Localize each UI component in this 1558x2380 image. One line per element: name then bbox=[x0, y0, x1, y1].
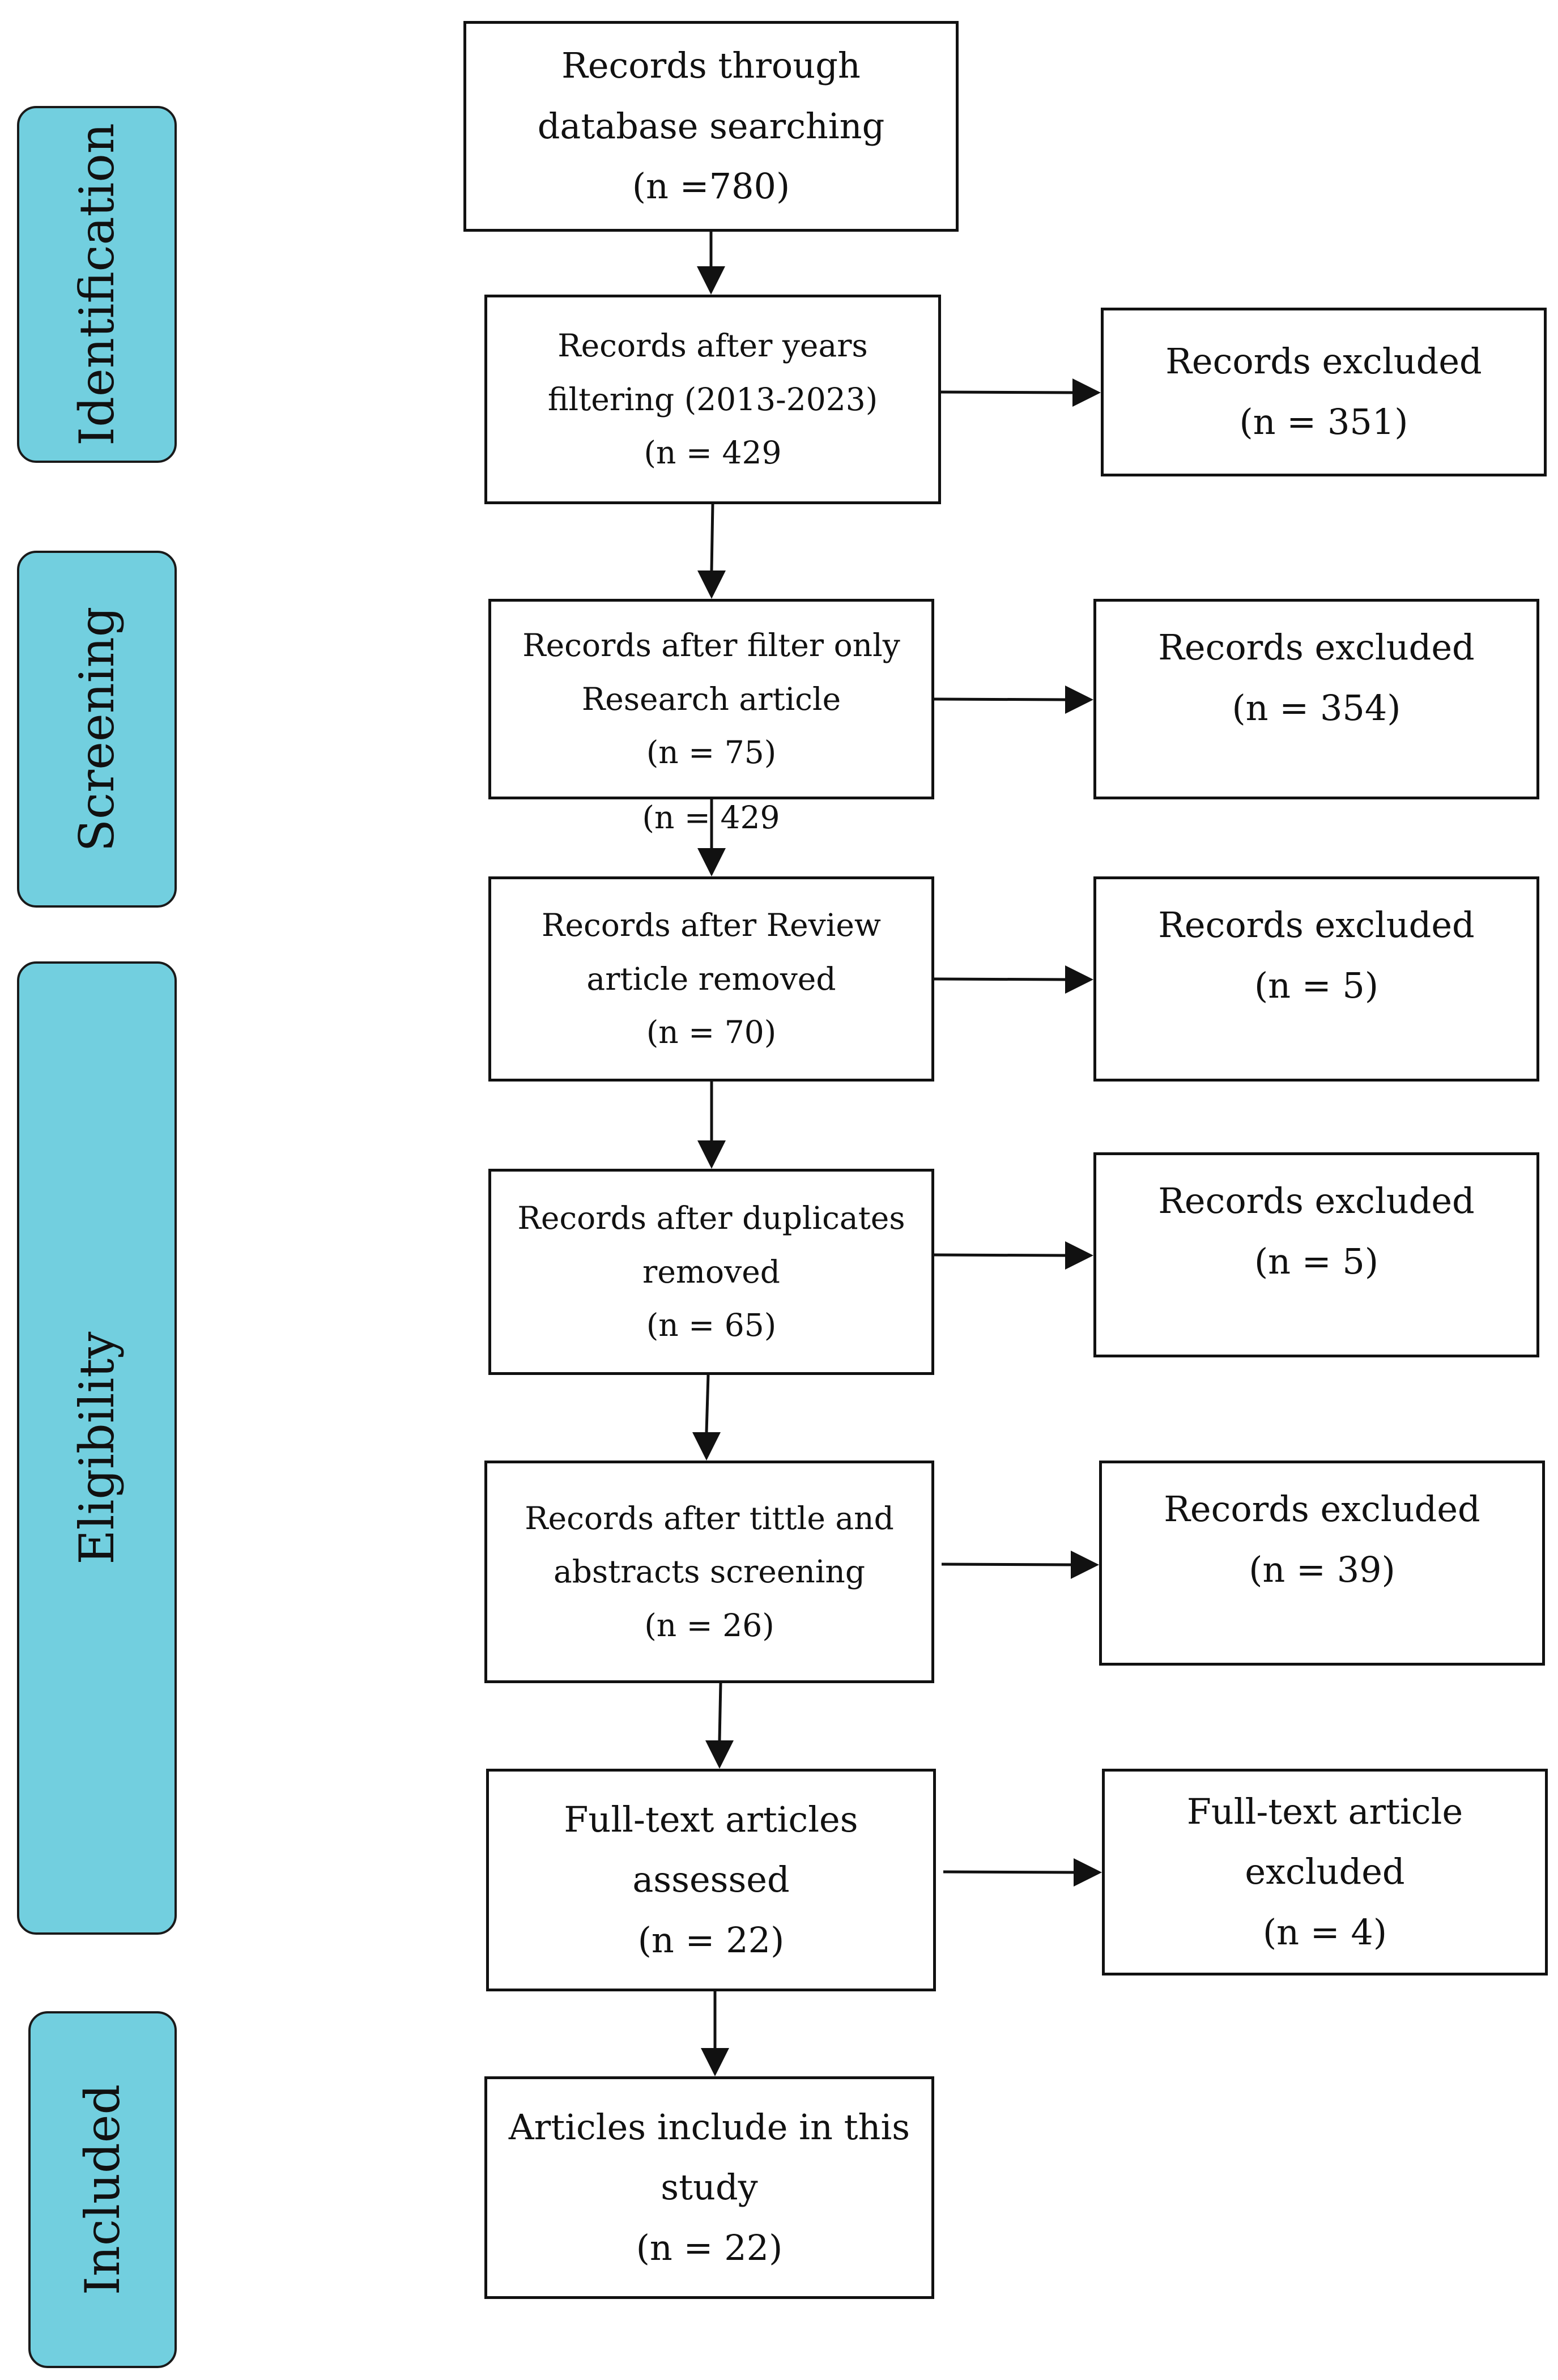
box-text-line: (n = 5) bbox=[1254, 964, 1379, 1006]
phase-included: Included bbox=[28, 2011, 177, 2368]
box-text-line: (n = 26) bbox=[644, 1607, 774, 1644]
phase-eligibility: Eligibility bbox=[17, 961, 177, 1935]
box-text-line: Full-text articles bbox=[564, 1798, 858, 1840]
box-text-line: Records excluded bbox=[1158, 1180, 1475, 1221]
arrow-right bbox=[934, 965, 1093, 994]
box-text-line: (n = 429 bbox=[644, 435, 782, 471]
box-text-line: Records after Review bbox=[542, 907, 881, 944]
full-text-assessed-box: Full-text articles assessed (n = 22) bbox=[486, 1769, 936, 1991]
box-text-line: abstracts screening bbox=[553, 1553, 866, 1590]
box-text-line: filtering (2013-2023) bbox=[547, 381, 878, 418]
arrow-right bbox=[934, 1241, 1093, 1270]
articles-included-box: Articles include in this study (n = 22) bbox=[484, 2076, 934, 2299]
excluded-box-full-text: Full-text article excluded (n = 4) bbox=[1102, 1769, 1548, 1975]
box-text-line: Articles include in this bbox=[508, 2106, 910, 2148]
excluded-box-duplicates: Records excluded (n = 5) bbox=[1093, 1152, 1539, 1357]
phase-screening: Screening bbox=[17, 551, 177, 908]
box-text-line: (n = 22) bbox=[637, 1919, 785, 1961]
box-text-line: (n = 351) bbox=[1239, 401, 1408, 442]
arrow-right bbox=[941, 1551, 1099, 1579]
records-after-title-abstract-box: Records after tittle and abstracts scree… bbox=[484, 1461, 934, 1683]
box-text-line: Records excluded bbox=[1164, 1488, 1480, 1530]
box-text-line: Records excluded bbox=[1158, 904, 1475, 946]
box-text-line: Records excluded bbox=[1165, 340, 1482, 382]
arrow-down bbox=[697, 1082, 726, 1169]
records-after-duplicates-box: Records after duplicates removed (n = 65… bbox=[488, 1169, 934, 1375]
box-text-line: Records excluded bbox=[1158, 627, 1475, 668]
arrow-down bbox=[697, 232, 725, 295]
excluded-box-research: Records excluded (n = 354) bbox=[1093, 599, 1539, 799]
box-text-line: Research article bbox=[581, 680, 841, 717]
box-text-line: database searching bbox=[537, 105, 885, 147]
box-text-line: Records after years bbox=[557, 327, 868, 364]
box-text-line: removed bbox=[642, 1253, 780, 1290]
arrow-right bbox=[943, 1858, 1102, 1887]
box-text-line: Records after duplicates bbox=[517, 1200, 905, 1237]
excluded-box-years: Records excluded (n = 351) bbox=[1101, 308, 1547, 476]
arrow-down bbox=[697, 799, 726, 876]
box-text-line: study bbox=[661, 2166, 758, 2208]
excluded-box-title-abstract: Records excluded (n = 39) bbox=[1099, 1461, 1545, 1666]
box-text-line: assessed bbox=[632, 1859, 790, 1901]
arrow-down bbox=[692, 1374, 721, 1461]
box-text-line: Records after tittle and bbox=[525, 1500, 894, 1536]
arrow-down bbox=[705, 1683, 734, 1769]
arrow-down bbox=[697, 504, 726, 599]
excluded-box-review: Records excluded (n = 5) bbox=[1093, 876, 1539, 1082]
box-text-line: (n = 39) bbox=[1249, 1548, 1395, 1590]
records-after-research-filter-box: Records after filter only Research artic… bbox=[488, 599, 934, 799]
box-text-line: Records after filter only bbox=[522, 627, 900, 664]
box-text-line: excluded bbox=[1245, 1851, 1405, 1893]
records-after-review-removed-box: Records after Review article removed (n … bbox=[488, 876, 934, 1082]
box-text-line: (n = 22) bbox=[636, 2226, 783, 2268]
arrow-down bbox=[701, 1991, 729, 2076]
box-text-line: (n = 75) bbox=[646, 734, 777, 771]
box-text-line: (n = 4) bbox=[1262, 1911, 1387, 1953]
records-after-years-filter-box: Records after years filtering (2013-2023… bbox=[484, 295, 941, 504]
box-text-line: (n = 70) bbox=[646, 1014, 777, 1051]
phase-identification: Identification bbox=[17, 106, 177, 463]
box-text-line: (n = 65) bbox=[646, 1307, 777, 1344]
box-text-line: (n = 5) bbox=[1254, 1240, 1379, 1282]
arrow-right bbox=[934, 686, 1093, 714]
box-text-line: (n = 354) bbox=[1232, 687, 1401, 729]
box-text-line: Full-text article bbox=[1186, 1790, 1463, 1832]
arrow-right bbox=[940, 378, 1101, 407]
box-text-line: (n =780) bbox=[632, 165, 790, 207]
records-identified-box: Records through database searching (n =7… bbox=[463, 21, 959, 232]
box-text-line: Records through bbox=[561, 45, 861, 87]
box-text-line: article removed bbox=[586, 960, 836, 997]
